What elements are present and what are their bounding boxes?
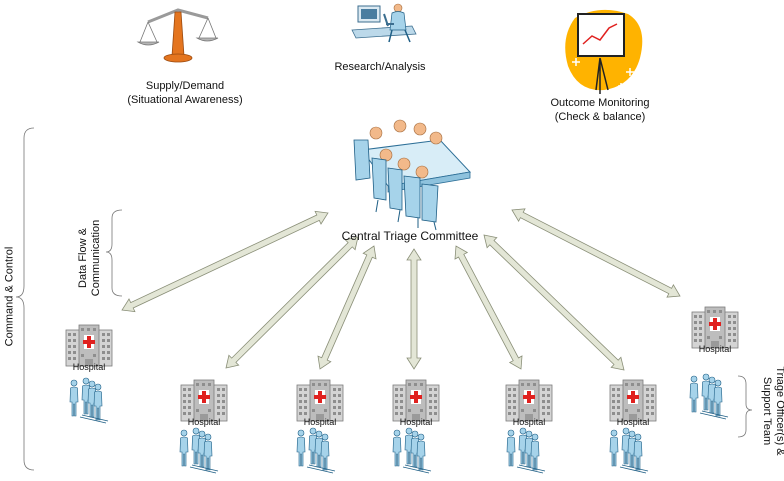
staff-group-icon bbox=[690, 374, 728, 419]
supply-demand-line2: (Situational Awareness) bbox=[127, 94, 243, 106]
double-arrow-4 bbox=[406, 248, 422, 370]
double-arrow-6 bbox=[483, 234, 625, 371]
hospital-label: Hospital bbox=[303, 417, 337, 427]
triage-officers-label: Triage Officer(s) & Support Team bbox=[760, 356, 784, 466]
triage-bracket bbox=[737, 375, 753, 438]
double-arrow-1 bbox=[121, 210, 329, 313]
hospital-1 bbox=[65, 324, 113, 423]
staff-group-icon bbox=[610, 428, 648, 473]
data-flow-bracket bbox=[105, 209, 123, 297]
outcome-monitoring-label: Outcome Monitoring (Check & balance) bbox=[530, 96, 670, 124]
hospital-building-icon bbox=[65, 324, 113, 367]
hospital-label: Hospital bbox=[698, 344, 732, 354]
data-flow-line1: Data Flow & bbox=[77, 228, 89, 288]
staff-group-icon bbox=[507, 428, 545, 473]
triage-line2: Support Team bbox=[761, 376, 773, 446]
outcome-line2: (Check & balance) bbox=[554, 111, 646, 123]
hospital-building-icon bbox=[392, 379, 440, 422]
hospital-7 bbox=[690, 306, 739, 419]
researcher-microscope-icon bbox=[351, 3, 417, 43]
arrows-layer bbox=[121, 208, 681, 371]
balance-scale-icon bbox=[136, 8, 219, 63]
command-control-label: Command & Control bbox=[3, 246, 16, 347]
staff-group-icon bbox=[180, 428, 218, 473]
supply-demand-line1: Supply/Demand bbox=[145, 80, 225, 92]
hospital-label: Hospital bbox=[399, 417, 433, 427]
data-flow-label: Data Flow & Communication bbox=[77, 213, 103, 303]
hospital-building-icon bbox=[691, 306, 739, 349]
double-arrow-2 bbox=[225, 236, 359, 369]
research-analysis-label: Research/Analysis bbox=[334, 61, 426, 73]
command-control-bracket bbox=[15, 127, 35, 471]
staff-group-icon bbox=[393, 428, 431, 473]
double-arrow-5 bbox=[454, 245, 523, 370]
double-arrow-7 bbox=[511, 208, 681, 298]
hospital-label: Hospital bbox=[616, 417, 650, 427]
hospital-building-icon bbox=[609, 379, 657, 422]
hospital-label: Hospital bbox=[512, 417, 546, 427]
committee-meeting-icon bbox=[353, 119, 472, 231]
chart-easel-icon bbox=[565, 9, 643, 94]
hospital-building-icon bbox=[296, 379, 344, 422]
data-flow-line2: Communication bbox=[90, 219, 102, 297]
supply-demand-label: Supply/Demand (Situational Awareness) bbox=[110, 79, 260, 107]
hospital-label: Hospital bbox=[187, 417, 221, 427]
staff-group-icon bbox=[70, 378, 108, 423]
hospital-label: Hospital bbox=[72, 362, 106, 372]
hospital-building-icon bbox=[505, 379, 553, 422]
staff-group-icon bbox=[297, 428, 335, 473]
hospital-building-icon bbox=[180, 379, 228, 422]
outcome-line1: Outcome Monitoring bbox=[550, 97, 650, 109]
central-triage-committee-label: Central Triage Committee bbox=[341, 229, 479, 243]
double-arrow-3 bbox=[317, 245, 377, 370]
triage-line1: Triage Officer(s) & bbox=[774, 366, 784, 455]
